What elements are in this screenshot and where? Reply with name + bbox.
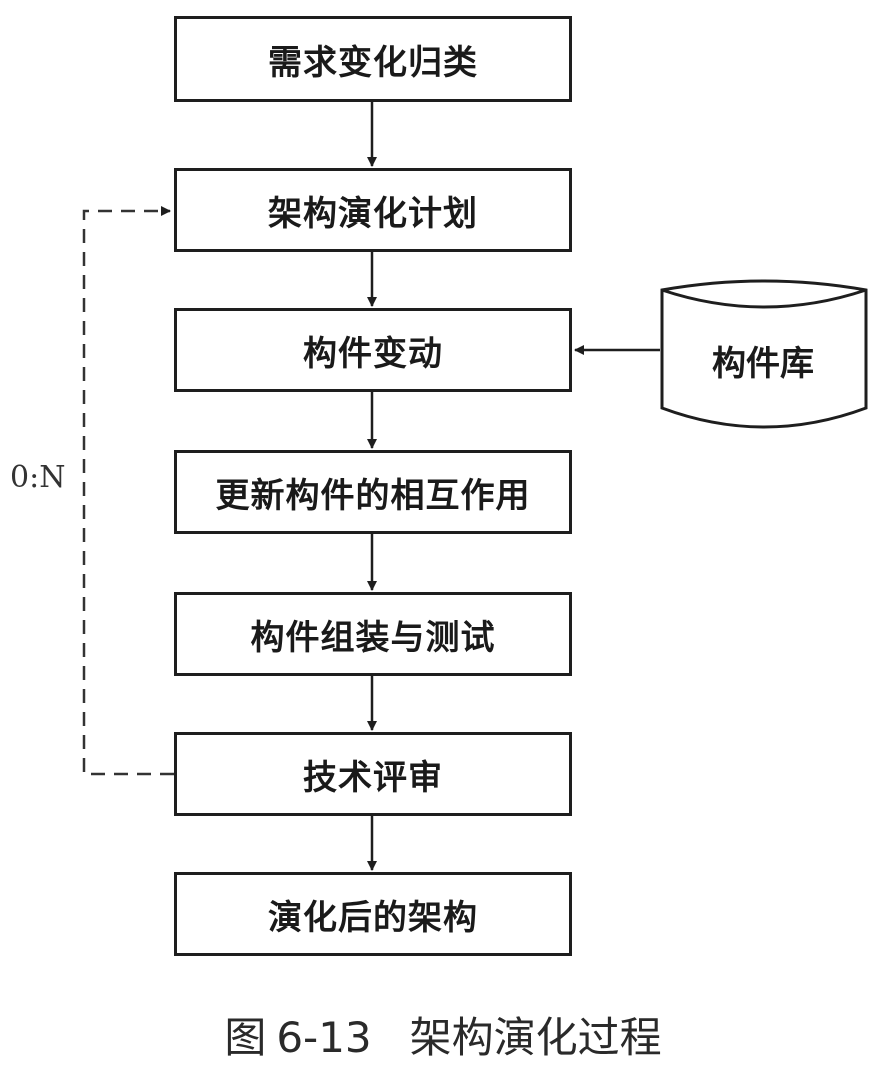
- step-evolved-architecture: 演化后的架构: [174, 872, 572, 956]
- step-label: 演化后的架构: [268, 897, 478, 938]
- step-evolution-plan: 架构演化计划: [174, 168, 572, 252]
- loop-count-label: 0:N: [10, 460, 66, 495]
- step-assembly-and-testing: 构件组装与测试: [174, 592, 572, 676]
- caption-title: 架构演化过程: [409, 1013, 662, 1062]
- step-update-interactions: 更新构件的相互作用: [174, 450, 572, 534]
- step-label: 技术评审: [303, 757, 443, 798]
- step-label: 需求变化归类: [268, 42, 478, 83]
- step-component-change: 构件变动: [174, 308, 572, 392]
- step-label: 架构演化计划: [268, 193, 478, 234]
- step-label: 更新构件的相互作用: [215, 475, 531, 516]
- step-classify-requirement-changes: 需求变化归类: [174, 16, 572, 102]
- step-technical-review: 技术评审: [174, 732, 572, 816]
- caption-number: 6-13: [276, 1013, 372, 1062]
- feedback-loop-line: [82, 206, 174, 776]
- caption-prefix: 图: [224, 1013, 267, 1062]
- step-label: 构件变动: [303, 333, 443, 374]
- repository-label: 构件库: [712, 343, 814, 384]
- step-label: 构件组装与测试: [250, 617, 496, 658]
